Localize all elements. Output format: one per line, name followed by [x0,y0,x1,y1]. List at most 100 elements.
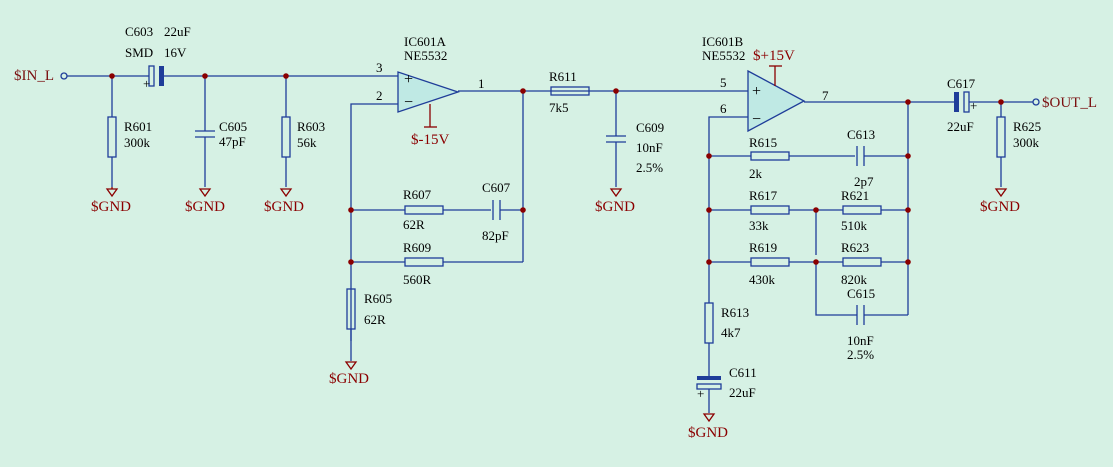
c607-value: 82pF [482,228,509,243]
opamp-b-pin6: 6 [720,101,727,116]
capacitor-c603: + C603 22uF SMD 16V [125,24,191,91]
r625-body [996,116,1006,158]
c617-plate-hollow [963,91,970,113]
c617-value: 22uF [947,119,974,134]
opamp-a-part: NE5532 [404,48,447,63]
r611-body [550,86,590,96]
c611-value: 22uF [729,385,756,400]
input-connector: $IN_L [14,68,68,84]
junction-dot [613,88,619,94]
junction-dot [998,99,1004,105]
r613-ref: R613 [721,305,749,320]
net-label-out: $OUT_L [1042,95,1097,111]
r625-value: 300k [1013,135,1040,150]
supply-pos-b: $+15V [753,48,795,86]
vpos-label: $+15V [753,48,795,64]
opamp-b-pin7: 7 [822,88,829,103]
c603-package: SMD [125,45,153,60]
opamp-a-body [397,71,461,113]
resistor-r615: R615 2k [709,135,855,181]
r615-ref: R615 [749,135,777,150]
ground-symbol [198,188,212,198]
ground-r605: $GND [329,361,369,387]
resistor-r603: R603 56k [281,76,325,187]
r603-ref: R603 [297,119,325,134]
c609-value: 10nF [636,140,663,155]
junction-dot [905,99,911,105]
net-label-in: $IN_L [14,68,54,84]
r601-value: 300k [124,135,151,150]
capacitor-c611: + C611 22uF [696,365,757,413]
r613-value: 4k7 [721,325,741,340]
c603-ref: C603 [125,24,153,39]
c615-tolerance: 2.5% [847,347,874,362]
c603-voltage: 16V [164,45,187,60]
r621-ref: R621 [841,188,869,203]
c603-plate-filled [159,66,164,86]
ground-c609: $GND [595,188,635,215]
resistor-r613: R613 4k7 [704,302,749,377]
junction-dot [348,207,354,213]
junction-dot [706,207,712,213]
input-terminal [60,72,68,80]
r601-body [107,116,117,158]
resistor-r619: R619 430k [709,240,843,287]
r619-ref: R619 [749,240,777,255]
opamp-b-body [747,69,806,133]
c617-polarity: + [970,98,977,113]
supply-neg-a: $-15V [411,104,449,148]
resistor-r611: R611 7k5 [549,69,590,115]
gnd-label: $GND [595,199,635,215]
gnd-label: $GND [91,199,131,215]
r601-ref: R601 [124,119,152,134]
r623-body [842,257,882,267]
output-connector: $OUT_L [1032,95,1097,111]
r611-value: 7k5 [549,100,569,115]
capacitor-c617: + C617 22uF [947,76,977,134]
opamp-b-minus: − [752,111,761,128]
c613-value: 2p7 [854,174,874,189]
opamp-b-part: NE5532 [702,48,745,63]
resistor-r623: R623 820k [841,240,908,287]
r609-value: 560R [403,272,432,287]
vneg-label: $-15V [411,132,449,148]
ground-symbol [279,188,293,198]
ground-c611: $GND [688,413,728,441]
ground-r601: $GND [91,187,131,215]
c607-ref: C607 [482,180,511,195]
r609-ref: R609 [403,240,431,255]
r607-ref: R607 [403,187,432,202]
ground-symbol [609,188,623,198]
ground-r603: $GND [264,188,304,215]
resistor-r605: R605 62R [346,288,392,361]
c611-polarity: + [697,386,704,401]
r609-body [404,257,444,267]
r621-body [842,205,882,215]
c609-ref: C609 [636,120,664,135]
opamp-ic601a: + − IC601A NE5532 3 2 1 [376,34,485,113]
wire-b-inv [708,116,748,303]
capacitor-c607: C607 82pF [482,180,523,243]
c617-ref: C617 [947,76,976,91]
resistor-r617: R617 33k [709,188,843,233]
resistor-r607: R607 62R [351,187,491,232]
ground-symbol [994,188,1008,198]
r615-value: 2k [749,166,763,181]
opamp-a-pin2: 2 [376,88,383,103]
opamp-b-pin5: 5 [720,75,727,90]
c613-ref: C613 [847,127,875,142]
opamp-a-ref: IC601A [404,34,447,49]
opamp-a-pin3: 3 [376,60,383,75]
resistor-r621: R621 510k [841,188,908,233]
gnd-label: $GND [264,199,304,215]
r625-ref: R625 [1013,119,1041,134]
capacitor-c605: C605 47pF [195,76,247,187]
c609-tolerance: 2.5% [636,160,663,175]
r613-body [704,302,714,344]
c617-plate-filled [954,92,959,112]
r617-body [750,205,790,215]
c615-ref: C615 [847,286,875,301]
capacitor-c613: C613 2p7 [847,127,908,189]
junction-dot [283,73,289,79]
